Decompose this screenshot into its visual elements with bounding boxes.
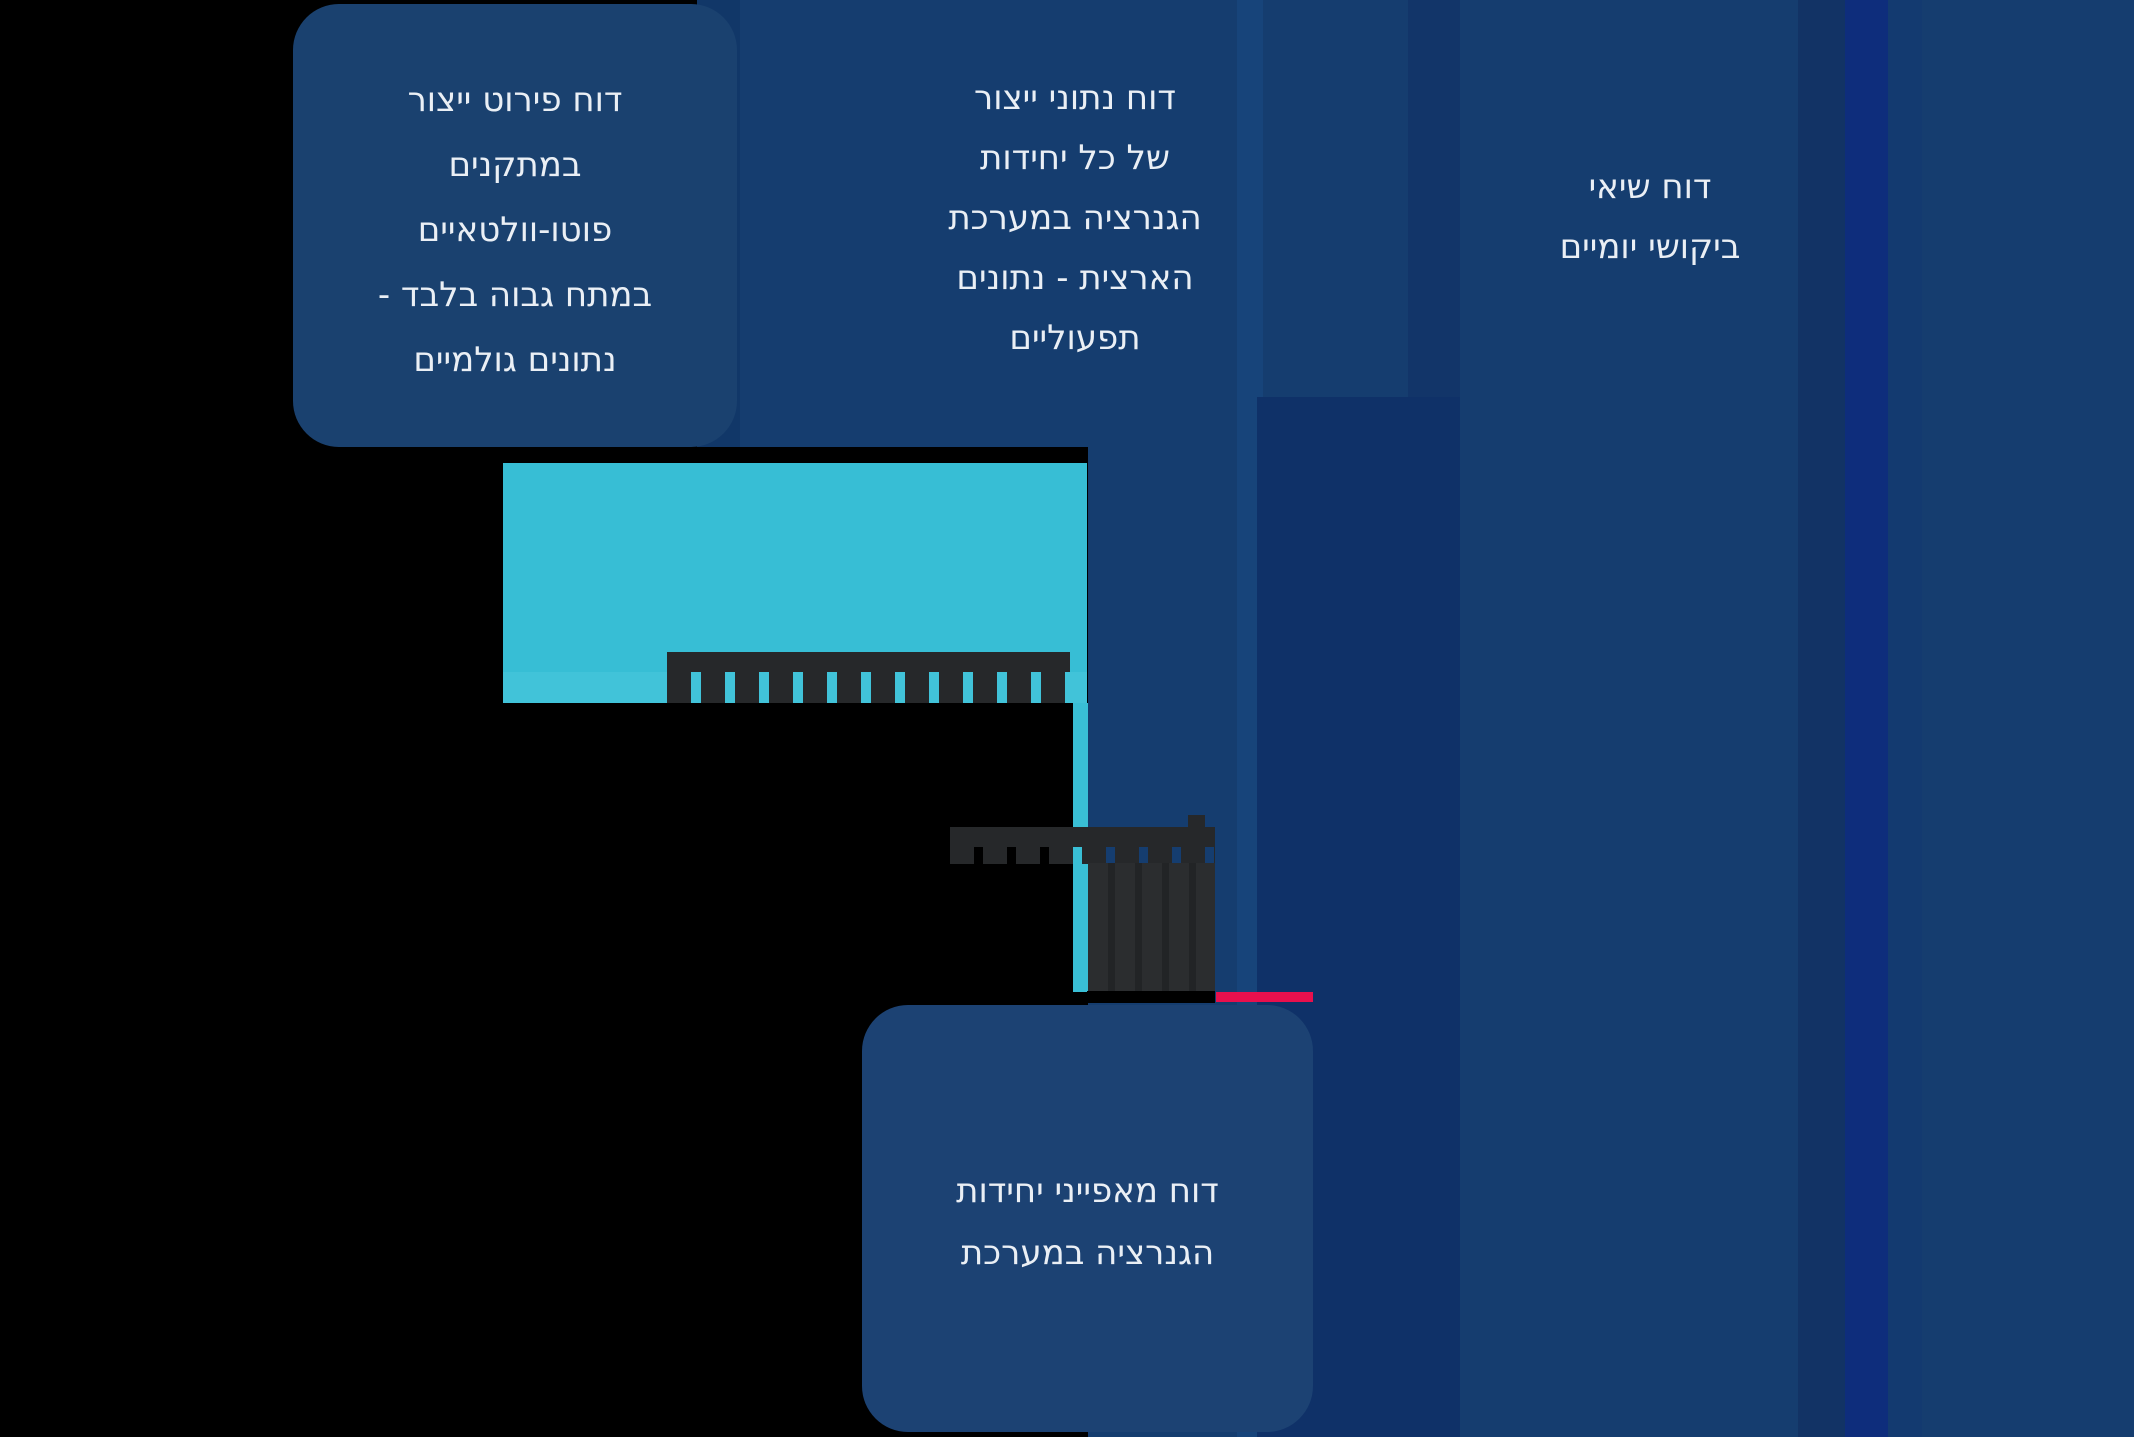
card-title-line: פוטו-וולטאיים bbox=[417, 210, 613, 250]
card-daily-peak-demand[interactable]: דוח שיאי ביקושי יומיים bbox=[1450, 157, 1850, 277]
card-pv-production-detail-title: דוח פירוט ייצור במתקנים פוטו-וולטאיים במ… bbox=[293, 68, 737, 393]
obscured-text-ascender bbox=[1188, 815, 1205, 829]
card-title-line: דוח שיאי bbox=[1588, 167, 1712, 207]
card-title-line: דוח מאפייני יחידות bbox=[956, 1171, 1219, 1211]
obscured-dark-block-stripes bbox=[1088, 863, 1215, 991]
card-title-line: של כל יחידות bbox=[980, 138, 1170, 178]
obscured-text-under-tile bbox=[667, 652, 1070, 672]
obscured-dark-block bbox=[1088, 863, 1215, 991]
panel-band-bright bbox=[1845, 0, 1888, 1437]
obscured-text-above-block-stems bbox=[950, 846, 1215, 864]
panel-band-gradient bbox=[1798, 0, 1845, 1437]
red-accent-strip bbox=[1216, 992, 1313, 1002]
card-pv-production-detail[interactable]: דוח פירוט ייצור במתקנים פוטו-וולטאיים במ… bbox=[293, 4, 737, 447]
card-title-line: הגנרציה במערכת bbox=[960, 1233, 1215, 1273]
obscured-text-above-block bbox=[950, 827, 1215, 847]
panel-band-after bbox=[1888, 0, 1922, 1437]
obscured-text-under-tile-stems bbox=[667, 671, 1070, 703]
black-underline-bar bbox=[1087, 991, 1215, 1003]
card-title-line: דוח נתוני ייצור bbox=[974, 78, 1176, 118]
card-title-line: נתונים גולמיים bbox=[413, 340, 617, 380]
card-title-line: הארצית - נתונים bbox=[956, 258, 1194, 298]
card-unit-characteristics-title: דוח מאפייני יחידות הגנרציה במערכת bbox=[862, 1160, 1313, 1284]
card-title-line: במתקנים bbox=[448, 145, 582, 185]
card-title-line: תפעוליים bbox=[1009, 318, 1141, 358]
card-title-line: במתח גבוה בלבד - bbox=[377, 275, 653, 315]
card-generation-operational-data[interactable]: דוח נתוני ייצור של כל יחידות הגנרציה במע… bbox=[850, 68, 1300, 368]
card-title-line: ביקושי יומיים bbox=[1559, 227, 1741, 267]
card-unit-characteristics[interactable]: דוח מאפייני יחידות הגנרציה במערכת bbox=[862, 1005, 1313, 1432]
card-title-line: דוח פירוט ייצור bbox=[407, 80, 623, 120]
card-title-line: הגנרציה במערכת bbox=[948, 198, 1202, 238]
panel-band-dark-top bbox=[1408, 0, 1460, 447]
